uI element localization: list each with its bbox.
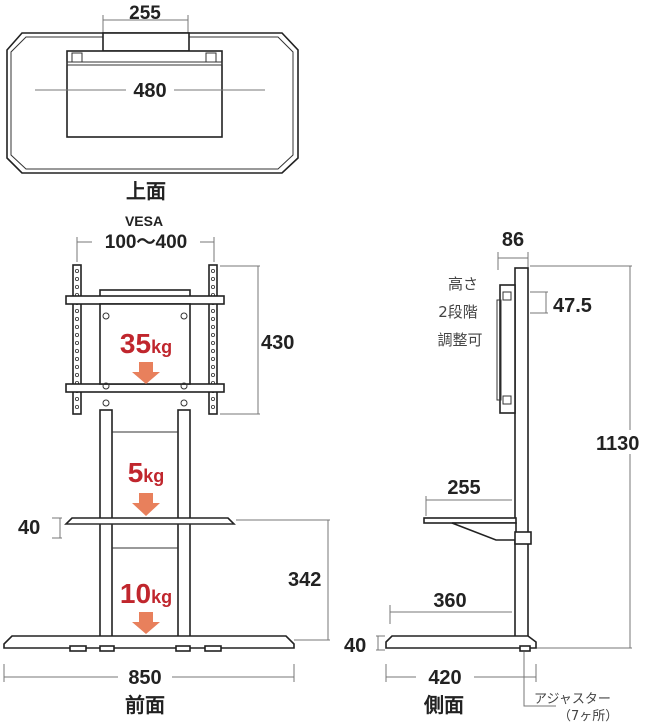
top-bracket-tab-right bbox=[205, 52, 217, 63]
rail-hole bbox=[210, 404, 215, 409]
rail-hole bbox=[210, 340, 215, 345]
side-shelf-arm bbox=[451, 522, 517, 541]
side-bracket-plate bbox=[496, 299, 502, 401]
dim-86-label: 86 bbox=[502, 229, 524, 251]
dim-420-label: 420 bbox=[428, 667, 461, 689]
load-35kg: 35kg bbox=[120, 328, 172, 384]
load-label: 5kg bbox=[128, 457, 165, 488]
mount-bolt bbox=[180, 312, 188, 320]
mount-bolt bbox=[102, 312, 110, 320]
mount-bolt bbox=[102, 399, 110, 407]
front-view-title: 前面 bbox=[125, 693, 165, 717]
crossbar-lower bbox=[65, 383, 225, 393]
rail-hole bbox=[210, 284, 215, 289]
side-pole bbox=[514, 267, 529, 639]
mount-bolt bbox=[180, 399, 188, 407]
rail-hole bbox=[210, 276, 215, 281]
load-label: 10kg bbox=[120, 578, 172, 609]
adjuster-foot bbox=[99, 645, 115, 652]
load-arrow bbox=[132, 612, 160, 634]
mount-bolt bbox=[180, 382, 188, 390]
rail-hole bbox=[210, 356, 215, 361]
rail-hole bbox=[75, 404, 80, 409]
height-note-2: 2段階 bbox=[438, 303, 478, 321]
top-view: 255 480 上面 bbox=[6, 3, 299, 203]
rail-hole bbox=[75, 316, 80, 321]
front-view: VESA 100～400 430 bbox=[3, 213, 330, 717]
front-shelf bbox=[64, 517, 236, 525]
rail-hole bbox=[75, 364, 80, 369]
rail-hole bbox=[210, 324, 215, 329]
adjuster-count: （7ヶ所） bbox=[558, 709, 618, 723]
rail-hole bbox=[210, 348, 215, 353]
dim-side-255-label: 255 bbox=[447, 477, 480, 499]
rail-hole bbox=[75, 332, 80, 337]
adjuster-foot bbox=[175, 645, 191, 652]
rail-hole bbox=[75, 324, 80, 329]
dim-360-label: 360 bbox=[433, 590, 466, 612]
dim-480-bg bbox=[126, 78, 174, 100]
side-view-title: 側面 bbox=[423, 694, 464, 717]
rail-hole bbox=[75, 348, 80, 353]
top-bracket-tab-left bbox=[71, 52, 83, 63]
vesa-label: VESA bbox=[125, 213, 163, 229]
load-label: 35kg bbox=[120, 328, 172, 359]
rail-hole bbox=[75, 308, 80, 313]
rail-hole bbox=[210, 268, 215, 273]
rail-hole bbox=[210, 364, 215, 369]
adjuster-leader bbox=[523, 652, 556, 707]
side-bracket-clip bbox=[502, 395, 512, 405]
side-base bbox=[385, 635, 537, 649]
rail-hole bbox=[210, 308, 215, 313]
rail-hole bbox=[210, 372, 215, 377]
top-view-title: 上面 bbox=[126, 180, 166, 203]
side-shelf-clamp bbox=[514, 531, 532, 545]
dim-shelf-40-label: 40 bbox=[18, 517, 40, 539]
load-10kg: 10kg bbox=[120, 578, 172, 634]
mount-bolt bbox=[102, 382, 110, 390]
vesa-range: 100～400 bbox=[105, 232, 187, 253]
load-5kg: 5kg bbox=[128, 457, 165, 516]
rail-hole bbox=[75, 396, 80, 401]
rail-hole bbox=[75, 284, 80, 289]
side-bracket bbox=[499, 284, 516, 414]
rail-hole bbox=[75, 276, 80, 281]
height-note-1: 高さ bbox=[448, 275, 478, 293]
rail-hole bbox=[75, 356, 80, 361]
dim-475-label: 47.5 bbox=[553, 295, 592, 317]
side-adjuster-foot bbox=[519, 645, 531, 652]
dim-342-label: 342 bbox=[288, 569, 321, 591]
dim-850-label: 850 bbox=[128, 667, 161, 689]
crossbar-upper bbox=[65, 295, 225, 305]
top-bracket-rail bbox=[66, 61, 223, 66]
side-view: 86 高さ 2段階 調整可 47.5 1130 255 bbox=[344, 229, 648, 723]
dim-430-label: 430 bbox=[261, 332, 294, 354]
side-bracket-clip bbox=[502, 291, 512, 301]
vesa-rail-left bbox=[72, 264, 82, 415]
rail-hole bbox=[210, 316, 215, 321]
rail-hole bbox=[75, 340, 80, 345]
dim-255-label: 255 bbox=[129, 3, 161, 24]
rail-hole bbox=[210, 332, 215, 337]
adjuster-foot bbox=[204, 645, 222, 652]
dim-base-40-label: 40 bbox=[344, 635, 366, 657]
load-arrow bbox=[132, 493, 160, 516]
dim-1130-bg bbox=[592, 430, 648, 454]
rail-hole bbox=[75, 268, 80, 273]
top-plate-inner-edge bbox=[10, 36, 294, 170]
front-base bbox=[3, 635, 295, 649]
top-pole bbox=[102, 32, 190, 52]
load-arrow bbox=[132, 362, 160, 384]
adjuster-label: アジャスター bbox=[534, 692, 611, 707]
height-note-3: 調整可 bbox=[437, 331, 482, 349]
vesa-rail-right bbox=[208, 264, 218, 415]
dim-480-label: 480 bbox=[133, 80, 166, 102]
adjuster-foot bbox=[69, 645, 87, 652]
rail-hole bbox=[75, 372, 80, 377]
rail-hole bbox=[210, 396, 215, 401]
dim-1130-label: 1130 bbox=[596, 433, 639, 455]
